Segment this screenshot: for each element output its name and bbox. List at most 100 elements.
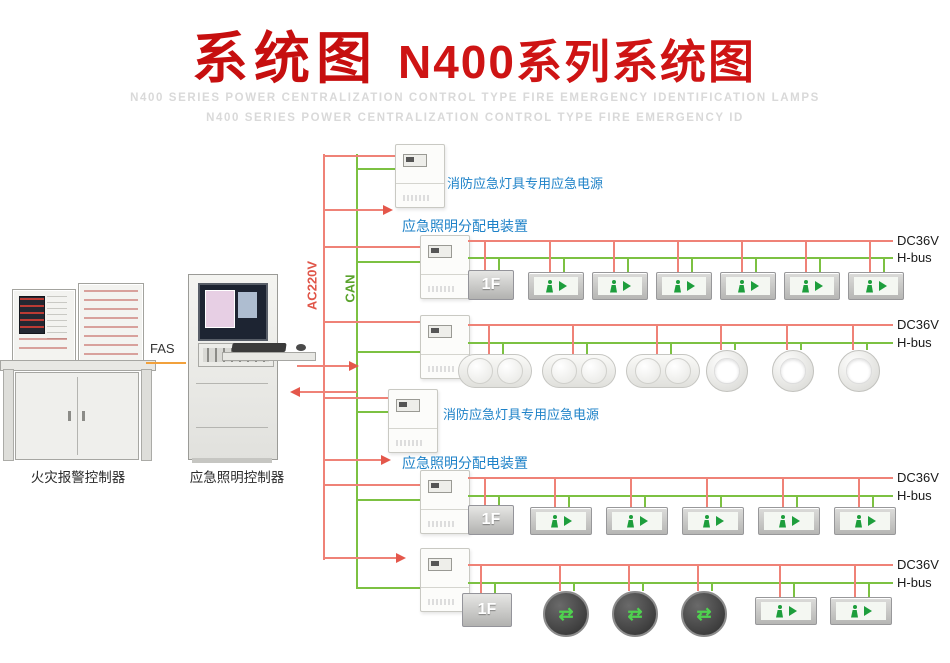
exit-sign-panel bbox=[840, 512, 890, 530]
flow-arrow bbox=[290, 387, 300, 397]
box-vent bbox=[396, 440, 422, 446]
box-vent bbox=[428, 521, 454, 527]
exit-sign bbox=[720, 272, 776, 300]
dist1-label: 应急照明分配电装置 bbox=[402, 218, 528, 234]
exit-sign bbox=[592, 272, 648, 300]
double-arrow-icon: ⇄ bbox=[627, 603, 643, 624]
hbus-drop bbox=[568, 496, 570, 507]
running-man-icon bbox=[545, 279, 554, 293]
box-display bbox=[428, 325, 452, 338]
hbus-line-row3 bbox=[468, 495, 893, 497]
floor-sign: 1F bbox=[462, 593, 512, 627]
lamp-bulb-icon bbox=[467, 358, 493, 384]
box-seam bbox=[421, 587, 469, 589]
double-arrow-icon: ⇄ bbox=[696, 603, 712, 624]
exit-arrow-icon bbox=[687, 281, 695, 291]
hbus-label-row2: H-bus bbox=[897, 335, 932, 350]
flow-arrow bbox=[349, 361, 359, 371]
running-man-icon bbox=[801, 279, 810, 293]
dc36v-line-row2 bbox=[468, 324, 893, 326]
running-man-icon bbox=[673, 279, 682, 293]
exit-sign bbox=[606, 507, 668, 535]
dc-drop bbox=[782, 478, 784, 507]
ac220v-bus-line bbox=[323, 154, 325, 560]
hbus-drop bbox=[627, 258, 629, 272]
exit-sign bbox=[656, 272, 712, 300]
box-display bbox=[428, 558, 452, 571]
exit-sign-panel bbox=[688, 512, 738, 530]
distribution-box-4 bbox=[420, 548, 470, 612]
hbus-drop bbox=[819, 258, 821, 272]
exit-arrow-icon bbox=[640, 516, 648, 526]
hbus-drop bbox=[868, 583, 870, 597]
ceiling-lamp bbox=[542, 354, 616, 388]
exit-arrow-icon bbox=[864, 606, 872, 616]
hbus-drop bbox=[586, 343, 588, 354]
dc-drop bbox=[677, 241, 679, 272]
exit-sign-panel bbox=[536, 512, 586, 530]
hbus-drop bbox=[502, 343, 504, 354]
dc36v-label-row3: DC36V bbox=[897, 470, 939, 485]
hbus-line-row1 bbox=[468, 257, 893, 259]
can-label: CAN bbox=[342, 274, 358, 303]
alarm-panel-right bbox=[78, 283, 144, 365]
downlight bbox=[706, 350, 748, 392]
fas-label: FAS bbox=[150, 341, 175, 356]
hbus-drop bbox=[711, 583, 713, 591]
hbus-drop bbox=[800, 343, 802, 350]
console-desk bbox=[0, 360, 156, 371]
dc36v-line-row1 bbox=[468, 240, 893, 242]
dc-drop bbox=[706, 478, 708, 507]
door-handle bbox=[82, 411, 85, 421]
emergency-power-supply-1 bbox=[395, 144, 445, 208]
running-man-icon bbox=[702, 514, 711, 528]
running-man-icon bbox=[850, 604, 859, 618]
alarm-zone-rows bbox=[84, 290, 138, 356]
fire-alarm-controller-label: 火灾报警控制器 bbox=[30, 470, 126, 485]
door-handle bbox=[68, 411, 71, 421]
running-man-icon bbox=[865, 279, 874, 293]
flow-arrow bbox=[396, 553, 406, 563]
controller-monitor bbox=[198, 283, 268, 341]
psu1-ac-feed bbox=[325, 155, 398, 157]
alarm-display bbox=[19, 296, 45, 334]
downlight bbox=[772, 350, 814, 392]
dc-drop bbox=[656, 325, 658, 354]
door-seam bbox=[196, 383, 268, 384]
exit-arrow-icon bbox=[789, 606, 797, 616]
box-seam bbox=[396, 183, 444, 185]
lamp-bulb-icon bbox=[551, 358, 577, 384]
ceiling-lamp bbox=[626, 354, 700, 388]
dc-drop bbox=[805, 241, 807, 272]
title-cn: 系统图 bbox=[192, 27, 378, 90]
dc36v-label-row4: DC36V bbox=[897, 557, 939, 572]
dist4-ac-feed bbox=[325, 557, 398, 559]
alarm-led-rows bbox=[19, 338, 67, 356]
dc-drop bbox=[628, 565, 630, 591]
box-vent bbox=[403, 195, 429, 201]
alarm-indicator-grid bbox=[47, 296, 67, 340]
direction-light: ⇄ bbox=[543, 591, 589, 637]
exit-sign-panel bbox=[764, 512, 814, 530]
hbus-drop bbox=[883, 258, 885, 272]
dc36v-label-row2: DC36V bbox=[897, 317, 939, 332]
hbus-line-row2 bbox=[468, 342, 893, 344]
dc-drop bbox=[741, 241, 743, 272]
dist1-ac-feed bbox=[325, 246, 420, 248]
hbus-drop bbox=[793, 583, 795, 597]
dc-drop bbox=[549, 241, 551, 272]
box-seam bbox=[421, 509, 469, 511]
exit-sign-panel bbox=[854, 277, 898, 295]
exit-sign-panel bbox=[662, 277, 706, 295]
dist1-can-feed bbox=[357, 261, 420, 263]
running-man-icon bbox=[775, 604, 784, 618]
psu1-label: 消防应急灯具专用应急电源 bbox=[447, 176, 604, 191]
dist2-label: 应急照明分配电装置 bbox=[402, 455, 528, 471]
exit-sign bbox=[848, 272, 904, 300]
dc36v-line-row3 bbox=[468, 477, 893, 479]
monitor-sidebar bbox=[238, 292, 257, 318]
hbus-label-row4: H-bus bbox=[897, 575, 932, 590]
flow-arrow bbox=[381, 455, 391, 465]
exit-sign bbox=[682, 507, 744, 535]
